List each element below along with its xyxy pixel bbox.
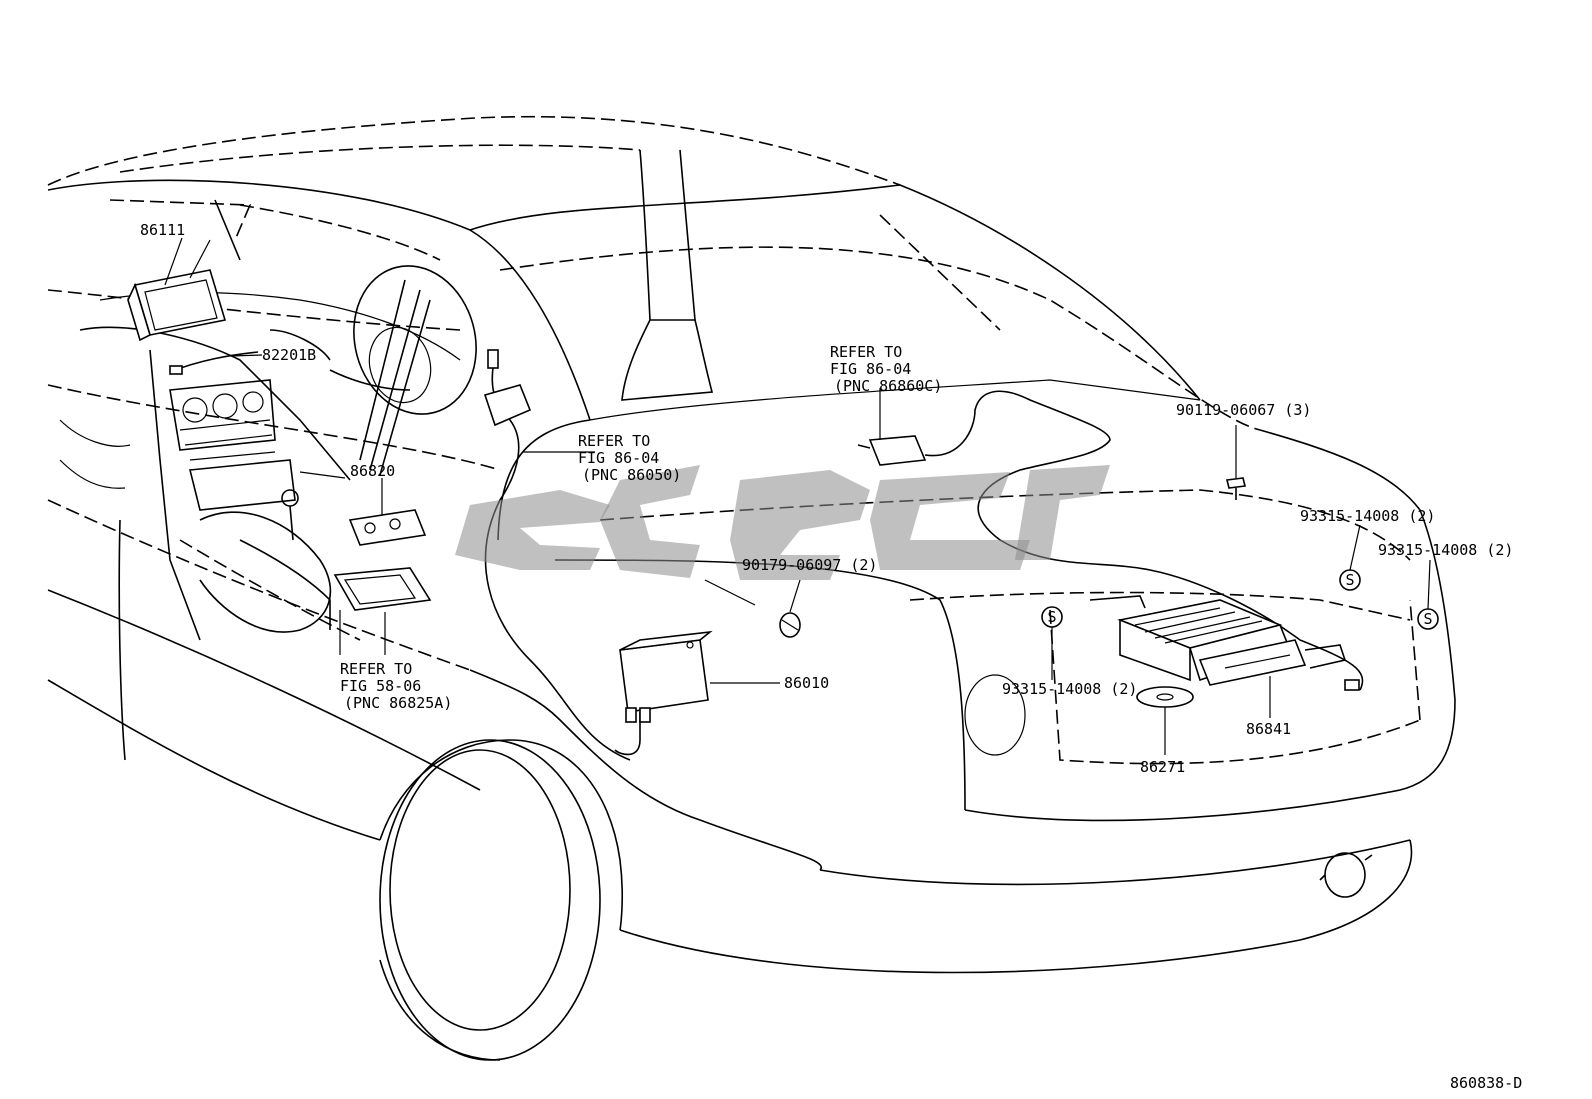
s-marker-c: S <box>1417 608 1439 630</box>
svg-text:(PNC 86050): (PNC 86050) <box>582 466 681 484</box>
callout-labels: 86111 82201B 86820 90179-06097 (2) 86010… <box>140 221 1522 1092</box>
label-86010: 86010 <box>784 674 829 692</box>
watermark-logo <box>455 465 1110 580</box>
label-86820: 86820 <box>350 462 395 480</box>
label-86111: 86111 <box>140 221 185 239</box>
reference-86-04-b: REFER TO FIG 86-04 (PNC 86860C) <box>830 343 942 395</box>
display-monitor-86111 <box>127 269 227 342</box>
label-93315-b: 93315-14008 (2) <box>1378 541 1513 559</box>
s-marker-b: S <box>1339 569 1361 591</box>
svg-text:REFER TO: REFER TO <box>830 343 902 361</box>
car-body-outline <box>47 115 1456 1061</box>
svg-text:S: S <box>1047 608 1056 626</box>
svg-text:S: S <box>1423 610 1432 628</box>
label-90119: 90119-06067 (3) <box>1176 401 1311 419</box>
disc-86271 <box>1136 686 1194 708</box>
label-90179: 90179-06097 (2) <box>742 556 877 574</box>
svg-text:(PNC 86825A): (PNC 86825A) <box>344 694 452 712</box>
svg-text:(PNC 86860C): (PNC 86860C) <box>834 377 942 395</box>
svg-text:S: S <box>1345 571 1354 589</box>
svg-text:FIG 86-04: FIG 86-04 <box>830 360 911 378</box>
svg-text:REFER TO: REFER TO <box>578 432 650 450</box>
wire-harness-82201b <box>169 351 259 375</box>
svg-text:FIG 86-04: FIG 86-04 <box>578 449 659 467</box>
diagram-id: 860838-D <box>1450 1074 1522 1092</box>
s-marker-a: S <box>1041 606 1063 628</box>
clip-90179 <box>779 612 801 638</box>
label-93315-a: 93315-14008 (2) <box>1300 507 1435 525</box>
leader-lines <box>164 237 1431 755</box>
bolt-90119 <box>1226 477 1246 500</box>
label-86271: 86271 <box>1140 758 1185 776</box>
console-switch-86825a <box>333 567 432 611</box>
label-86841: 86841 <box>1246 720 1291 738</box>
interior-dashboard <box>59 199 477 641</box>
label-82201b: 82201B <box>262 346 316 364</box>
amplifier-86010 <box>614 630 713 756</box>
svg-text:FIG 58-06: FIG 58-06 <box>340 677 421 695</box>
reference-86-04-a: REFER TO FIG 86-04 (PNC 86050) <box>578 432 681 484</box>
navigation-unit-86841 <box>1089 595 1360 691</box>
svg-text:REFER TO: REFER TO <box>340 660 412 678</box>
control-switch-86820 <box>348 509 427 546</box>
reference-58-06: REFER TO FIG 58-06 (PNC 86825A) <box>340 660 452 712</box>
label-93315-c: 93315-14008 (2) <box>1002 680 1137 698</box>
